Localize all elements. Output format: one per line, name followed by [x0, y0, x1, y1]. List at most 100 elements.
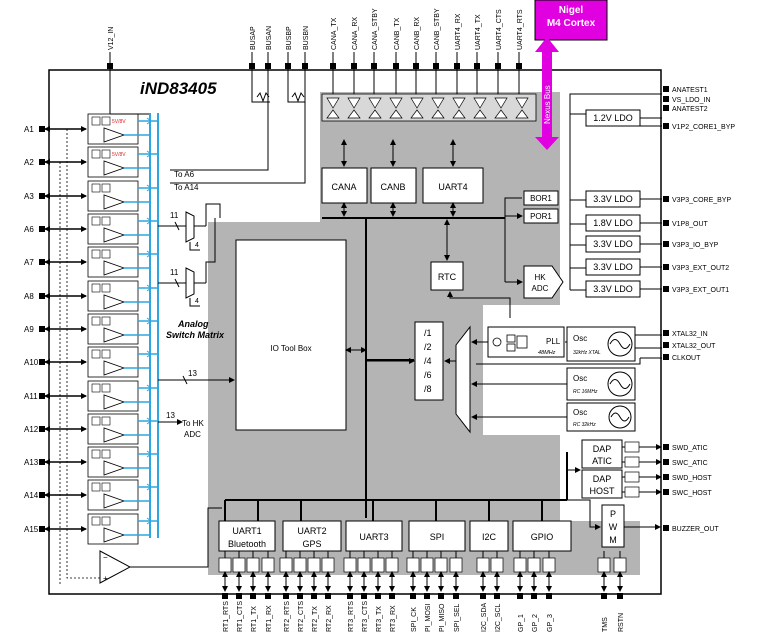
uart3-label: UART3 — [359, 532, 388, 542]
clock-mux — [455, 325, 471, 434]
uart2-label-2: GPS — [302, 539, 321, 549]
por1-label: POR1 — [530, 212, 552, 221]
switch-icon — [91, 149, 101, 159]
pin-label-spi-miso: PI_MISO — [439, 603, 446, 632]
pin-label-uart1-rts: RT1_RTS — [223, 601, 230, 632]
io-pad-icon — [476, 557, 490, 573]
pin-label-a8: A8 — [24, 292, 34, 301]
pad-a11 — [39, 393, 45, 399]
pad-uart4-rts — [516, 63, 522, 69]
pad-uart1-tx — [250, 593, 256, 599]
pin-label-canb-stby: CANB_STBY — [434, 8, 441, 50]
dap-atic-label-2: ATIC — [592, 456, 612, 466]
transceiver-icon — [431, 97, 445, 109]
pin-label-v3p3-core-byp: V3P3_CORE_BYP — [672, 197, 731, 204]
spi-block — [408, 520, 466, 552]
switch-icon — [101, 249, 111, 259]
osc1-sub: 32kHz XTAL — [573, 350, 601, 356]
uart2-label-1: UART2 — [297, 526, 326, 536]
nexus-bus-arrow — [535, 37, 559, 150]
pin-label-swd-host: SWD_HOST — [672, 475, 712, 482]
dap-host-block — [581, 469, 623, 499]
pin-label-v1p8-out: V1P8_OUT — [672, 221, 709, 228]
pad-v3p3-core-byp — [663, 196, 669, 202]
pin-label-uart1-cts: RT1_CTS — [237, 601, 244, 632]
pin-label-busap: BUSAP — [250, 26, 257, 50]
hk-adc-label-2: ADC — [532, 284, 549, 293]
io-pad-icon — [279, 557, 293, 573]
pin-label-clkout: CLKOUT — [672, 355, 701, 362]
switch-icon — [91, 482, 101, 492]
canb-label: CANB — [380, 182, 405, 192]
transceiver-icon — [368, 109, 382, 119]
pin-label-uart3-rts: RT3_RTS — [348, 601, 355, 632]
io-pad-icon — [624, 471, 640, 483]
pad-cana-rx — [351, 63, 357, 69]
pll-freq: 48MHz — [538, 350, 556, 356]
pin-label-gp-2: GP_2 — [532, 614, 539, 632]
switch-icon — [91, 283, 101, 293]
pad-swd-atic — [663, 444, 669, 450]
switch-icon — [91, 416, 101, 426]
amplifier-icon — [103, 260, 126, 276]
ldo-label-ldo-core: 3.3V LDO — [593, 194, 633, 204]
pad-uart1-cts — [236, 593, 242, 599]
io-pad-icon — [261, 557, 275, 573]
switch-icon — [101, 383, 111, 393]
transceiver-icon — [410, 109, 424, 119]
transceiver-icon — [473, 97, 487, 109]
pad-vs-ldo-in — [663, 96, 669, 102]
switch-icon — [101, 416, 111, 426]
pin-label-uart3-rx: RT3_RX — [390, 605, 397, 632]
pin-label-v3p3-ext-out1: V3P3_EXT_OUT1 — [672, 287, 729, 294]
switch-icon — [101, 482, 111, 492]
io-pad-icon — [597, 557, 611, 573]
pad-uart2-tx — [311, 593, 317, 599]
transceiver-icon — [473, 109, 487, 119]
amplifier-icon — [103, 427, 126, 443]
pin-label-canb-tx: CANB_TX — [394, 17, 401, 50]
switch-icon — [101, 216, 111, 226]
pin-label-a14: A14 — [24, 491, 39, 500]
i2c-label: I2C — [482, 532, 497, 542]
bus-11a: 11 — [170, 211, 179, 220]
switch-icon — [91, 349, 101, 359]
pad-gp-2 — [531, 593, 537, 599]
pad-a8 — [39, 293, 45, 299]
pwm-letter: P — [610, 509, 616, 519]
switch-icon — [91, 316, 101, 326]
pad-busap — [249, 63, 255, 69]
pin-label-rstn: RSTN — [618, 613, 625, 632]
pad-a15 — [39, 526, 45, 532]
pad-clkout — [663, 354, 669, 360]
rtc-clock — [447, 291, 511, 318]
amplifier-icon — [103, 227, 126, 243]
transceiver-icon — [326, 109, 340, 119]
hk-adc-block — [523, 265, 564, 299]
pin-label-spi-mosi: PI_MOSI — [425, 604, 432, 632]
switch-icon — [101, 116, 111, 126]
pin-label-gp-1: GP_1 — [518, 614, 525, 632]
transceiver-icon — [368, 97, 382, 109]
switch-icon — [101, 516, 111, 526]
uart2-block — [282, 520, 342, 552]
clock-divider — [414, 321, 444, 401]
io-pad-icon — [624, 486, 640, 498]
pin-label-uart3-tx: RT3_TX — [376, 606, 383, 632]
pin-label-xtal32-in: XTAL32_IN — [672, 331, 708, 338]
pad-i2c-sda — [480, 593, 486, 599]
to-a6-label: To A6 — [174, 170, 195, 179]
pad-a6 — [39, 226, 45, 232]
switch-icon — [91, 449, 101, 459]
amplifier-icon — [103, 160, 126, 176]
amplifier-icon — [103, 360, 126, 376]
io-toolbox — [235, 239, 347, 431]
cana-block — [321, 167, 368, 204]
pad-uart4-cts — [495, 63, 501, 69]
bor1-block — [523, 190, 559, 206]
pad-v3p3-io-byp — [663, 241, 669, 247]
pin-label-a6: A6 — [24, 225, 34, 234]
dap-atic-block — [581, 439, 623, 469]
